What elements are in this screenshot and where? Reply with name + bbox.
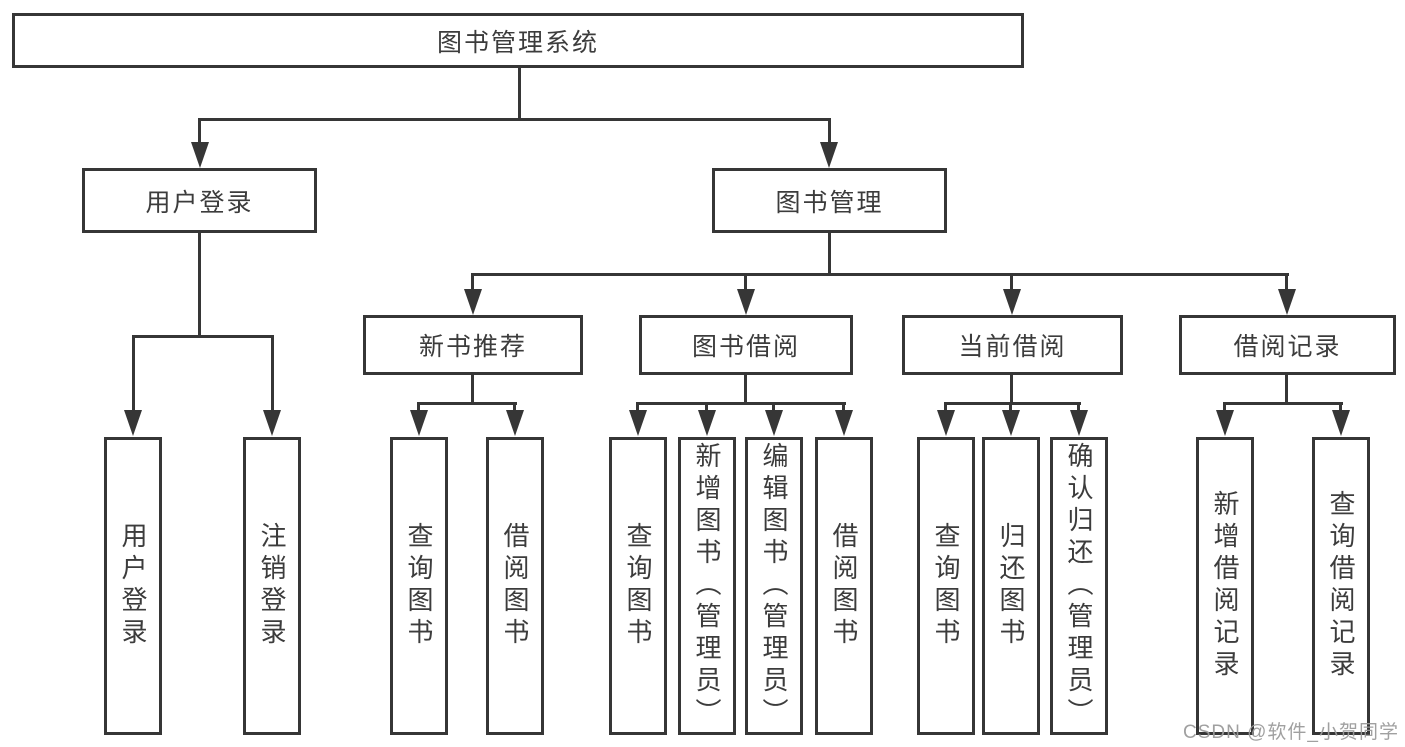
node-root: 图书管理系统: [12, 13, 1024, 68]
arrow-down-icon: [1003, 289, 1021, 315]
connector-drop-group: [1285, 273, 1288, 293]
leaf-query-borrow-record-label: 查询借阅记录: [1326, 490, 1356, 682]
node-borrowing-records-label: 借阅记录: [1233, 333, 1342, 361]
node-book-management: 图书管理: [712, 168, 947, 233]
arrow-down-icon: [1002, 410, 1020, 436]
connector-root-trunk: [518, 68, 521, 121]
leaf-query-books-borrowing: 查询图书: [609, 437, 667, 735]
leaf-query-borrow-record: 查询借阅记录: [1312, 437, 1370, 735]
node-current-borrowing-label: 当前借阅: [958, 333, 1067, 361]
arrow-down-icon: [820, 142, 838, 168]
node-user-login: 用户登录: [82, 168, 317, 233]
arrow-down-icon: [1070, 410, 1088, 436]
leaf-confirm-return-admin: 确认归还（管理员）: [1050, 437, 1108, 735]
leaf-query-books-borrowing-label: 查询图书: [623, 522, 653, 650]
connector-drop-leaf: [1223, 402, 1226, 412]
arrow-down-icon: [765, 410, 783, 436]
arrow-down-icon: [1332, 410, 1350, 436]
leaf-borrow-books-recommend-label: 借阅图书: [500, 522, 530, 650]
node-book-borrowing: 图书借阅: [639, 315, 853, 375]
leaf-query-books-current: 查询图书: [917, 437, 975, 735]
arrow-down-icon: [698, 410, 716, 436]
connector-drop-leaf: [1077, 402, 1080, 412]
leaf-edit-book-admin-label: 编辑图书（管理员）: [759, 442, 789, 730]
arrow-down-icon: [124, 410, 142, 436]
arrow-down-icon: [263, 410, 281, 436]
connector-drop-leaf: [271, 335, 274, 412]
leaf-return-book-label: 归还图书: [996, 522, 1026, 650]
leaf-borrow-books-borrowing-label: 借阅图书: [829, 522, 859, 650]
connector-drop-leaf: [944, 402, 947, 412]
leaf-borrow-books-recommend: 借阅图书: [486, 437, 544, 735]
arrow-down-icon: [191, 142, 209, 168]
connector-drop-leaf: [417, 402, 420, 412]
connector-management-trunk: [828, 233, 831, 276]
connector-drop-leaf: [772, 402, 775, 412]
arrow-down-icon: [1278, 289, 1296, 315]
connector-login-hline: [132, 335, 274, 338]
connector-group-trunk: [744, 375, 747, 405]
node-book-management-label: 图书管理: [775, 188, 884, 217]
leaf-logout: 注销登录: [243, 437, 301, 735]
node-new-book-recommendation-label: 新书推荐: [418, 333, 527, 361]
connector-group-trunk: [1285, 375, 1288, 405]
connector-login-trunk: [198, 233, 201, 338]
arrow-down-icon: [1216, 410, 1234, 436]
leaf-confirm-return-admin-label: 确认归还（管理员）: [1064, 442, 1094, 730]
leaf-user-login-label: 用户登录: [118, 522, 148, 650]
leaf-user-login: 用户登录: [104, 437, 162, 735]
connector-group-hline: [1223, 402, 1343, 405]
connector-drop-user-login: [198, 118, 201, 146]
arrow-down-icon: [506, 410, 524, 436]
arrow-down-icon: [737, 289, 755, 315]
node-root-label: 图书管理系统: [436, 28, 599, 57]
leaf-add-book-admin: 新增图书（管理员）: [678, 437, 736, 735]
connector-drop-book-management: [828, 118, 831, 146]
node-user-login-label: 用户登录: [145, 188, 254, 217]
connector-drop-group: [471, 273, 474, 293]
leaf-add-book-admin-label: 新增图书（管理员）: [692, 442, 722, 730]
arrow-down-icon: [464, 289, 482, 315]
connector-level2-hline: [198, 118, 831, 121]
connector-drop-leaf: [132, 335, 135, 412]
leaf-logout-label: 注销登录: [257, 522, 287, 650]
leaf-query-books-recommend: 查询图书: [390, 437, 448, 735]
connector-drop-group: [1010, 273, 1013, 293]
node-new-book-recommendation: 新书推荐: [363, 315, 583, 375]
connector-group-hline: [417, 402, 517, 405]
connector-drop-leaf: [1339, 402, 1342, 412]
connector-drop-leaf: [842, 402, 845, 412]
connector-drop-group: [744, 273, 747, 293]
arrow-down-icon: [835, 410, 853, 436]
leaf-edit-book-admin: 编辑图书（管理员）: [745, 437, 803, 735]
csdn-watermark: CSDN @软件_小贺同学: [1183, 722, 1399, 743]
connector-drop-leaf: [1009, 402, 1012, 412]
leaf-return-book: 归还图书: [982, 437, 1040, 735]
leaf-borrow-books-borrowing: 借阅图书: [815, 437, 873, 735]
connector-drop-leaf: [513, 402, 516, 412]
arrow-down-icon: [410, 410, 428, 436]
node-book-borrowing-label: 图书借阅: [691, 333, 800, 361]
node-current-borrowing: 当前借阅: [902, 315, 1123, 375]
connector-group-trunk: [471, 375, 474, 405]
node-borrowing-records: 借阅记录: [1179, 315, 1396, 375]
connector-group-hline: [636, 402, 846, 405]
connector-group-hline: [944, 402, 1081, 405]
connector-drop-leaf: [636, 402, 639, 412]
arrow-down-icon: [937, 410, 955, 436]
leaf-add-borrow-record: 新增借阅记录: [1196, 437, 1254, 735]
connector-level3-hline: [471, 273, 1289, 276]
leaf-query-books-recommend-label: 查询图书: [404, 522, 434, 650]
connector-group-trunk: [1010, 375, 1013, 405]
arrow-down-icon: [629, 410, 647, 436]
leaf-query-books-current-label: 查询图书: [931, 522, 961, 650]
leaf-add-borrow-record-label: 新增借阅记录: [1210, 490, 1240, 682]
connector-drop-leaf: [705, 402, 708, 412]
